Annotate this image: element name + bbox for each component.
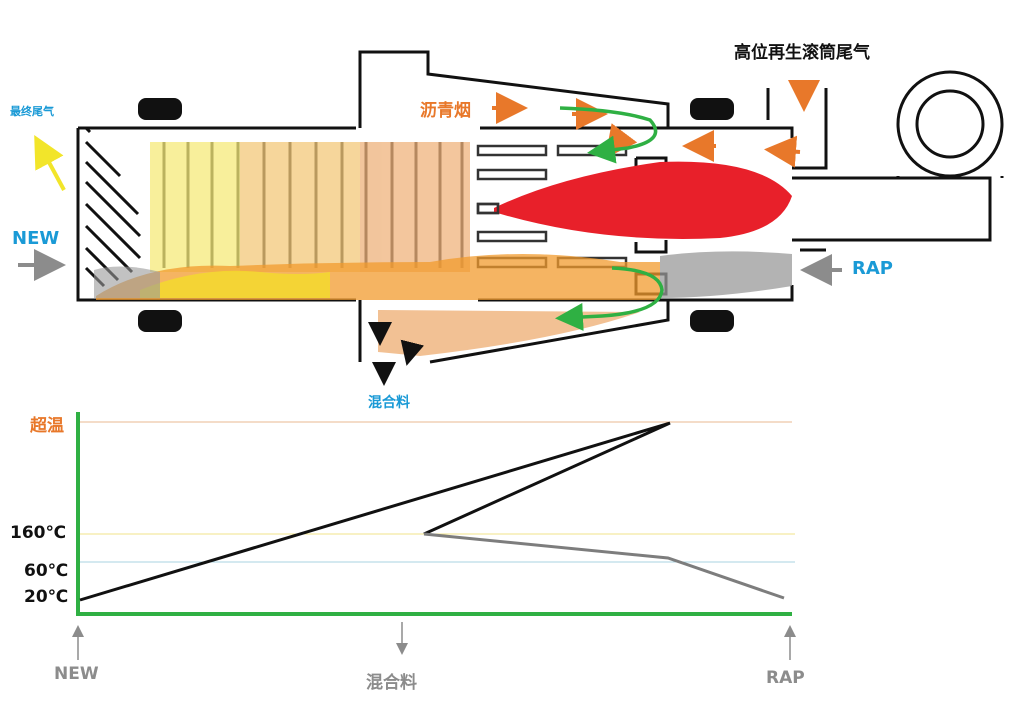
x-label-new: NEW (54, 664, 99, 684)
blower-outer (896, 70, 1004, 178)
inlet-flights (84, 126, 142, 288)
drum-shell (76, 126, 794, 302)
high-level-exhaust-label: 高位再生滚筒尾气 (734, 43, 870, 63)
rap-curve (423, 532, 785, 600)
tick-overtemp: 超温 (30, 416, 64, 436)
tick-20: 20℃ (24, 587, 69, 607)
blower-inner (915, 89, 985, 159)
drum-wheel (690, 310, 734, 332)
green-flow-lower (555, 266, 664, 331)
discharge-chute (358, 300, 670, 364)
rap-bed-left (94, 266, 160, 298)
mix-outlet-label: 混合料 (368, 395, 410, 411)
partition (634, 156, 668, 296)
asphalt-smoke-label: 沥青烟 (420, 101, 471, 121)
x-label-mix: 混合料 (366, 673, 417, 693)
new-inlet-label: NEW (12, 228, 60, 249)
material-curtain (150, 142, 470, 272)
rap-inlet-label: RAP (852, 258, 893, 279)
x-label-rap: RAP (766, 668, 805, 688)
green-flow-upper (559, 106, 658, 164)
gas-hood (358, 50, 670, 128)
flame-nozzle (476, 202, 500, 215)
drum-wheel (690, 98, 734, 120)
rap-bed (660, 251, 792, 298)
tick-160: 160℃ (10, 523, 67, 543)
discharge-arrows (368, 322, 425, 386)
burner-bars (800, 166, 826, 252)
temperature-chart (72, 412, 796, 660)
new-aggregate-curve (79, 421, 671, 602)
burner-housing (792, 176, 992, 242)
drum-wheel (138, 310, 182, 332)
aggregate-bed-yellow (140, 270, 330, 298)
burner-flame (494, 161, 792, 239)
final-exhaust-arrow (34, 134, 66, 191)
blower-base (896, 176, 1004, 178)
tick-60: 60℃ (24, 561, 69, 581)
drum-wheel (138, 98, 182, 120)
final-exhaust-label: 最终尾气 (10, 105, 54, 118)
dryer-drum (18, 50, 1004, 386)
